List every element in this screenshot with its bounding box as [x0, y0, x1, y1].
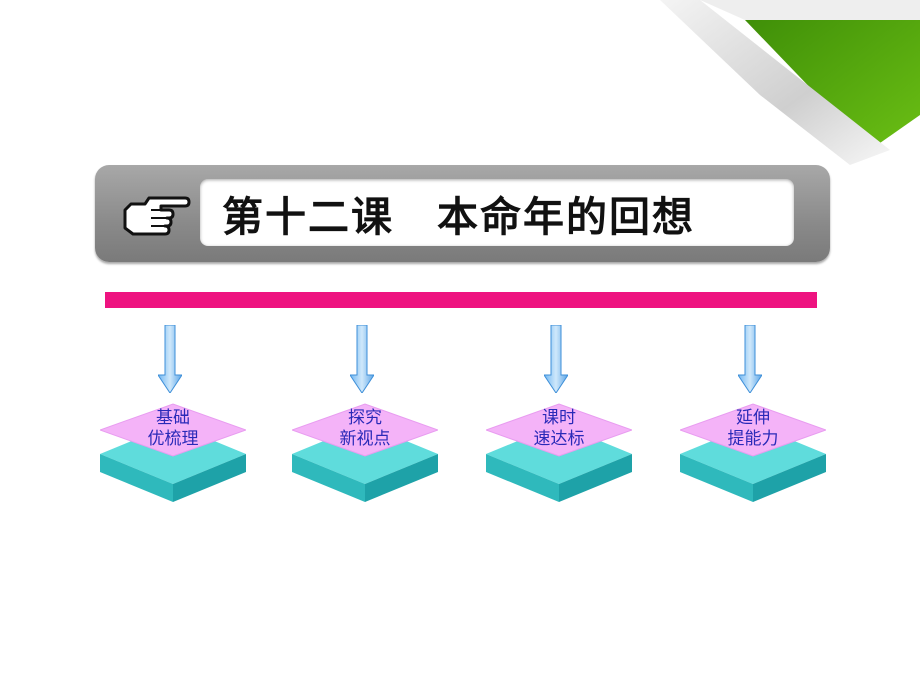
down-arrow-icon: [544, 325, 568, 393]
down-arrow-icon: [350, 325, 374, 393]
lesson-title-bar: 第十二课 本命年的回想: [95, 165, 830, 262]
down-arrow-icon: [158, 325, 182, 393]
lesson-title: 第十二课 本命年的回想: [222, 192, 695, 241]
title-panel: 第十二课 本命年的回想: [200, 179, 794, 246]
module-basic-review[interactable]: 基础优梳理: [98, 402, 248, 506]
module-extend-ability[interactable]: 延伸提能力: [678, 402, 828, 506]
module-label: 探究新视点: [339, 408, 391, 449]
module-label: 基础优梳理: [147, 408, 199, 449]
module-label: 延伸提能力: [727, 408, 779, 449]
pointing-hand-icon: [123, 196, 191, 236]
module-class-practice[interactable]: 课时速达标: [484, 402, 634, 506]
module-label: 课时速达标: [533, 408, 585, 449]
divider-line: [105, 292, 817, 308]
down-arrow-icon: [738, 325, 762, 393]
module-explore-viewpoint[interactable]: 探究新视点: [290, 402, 440, 506]
